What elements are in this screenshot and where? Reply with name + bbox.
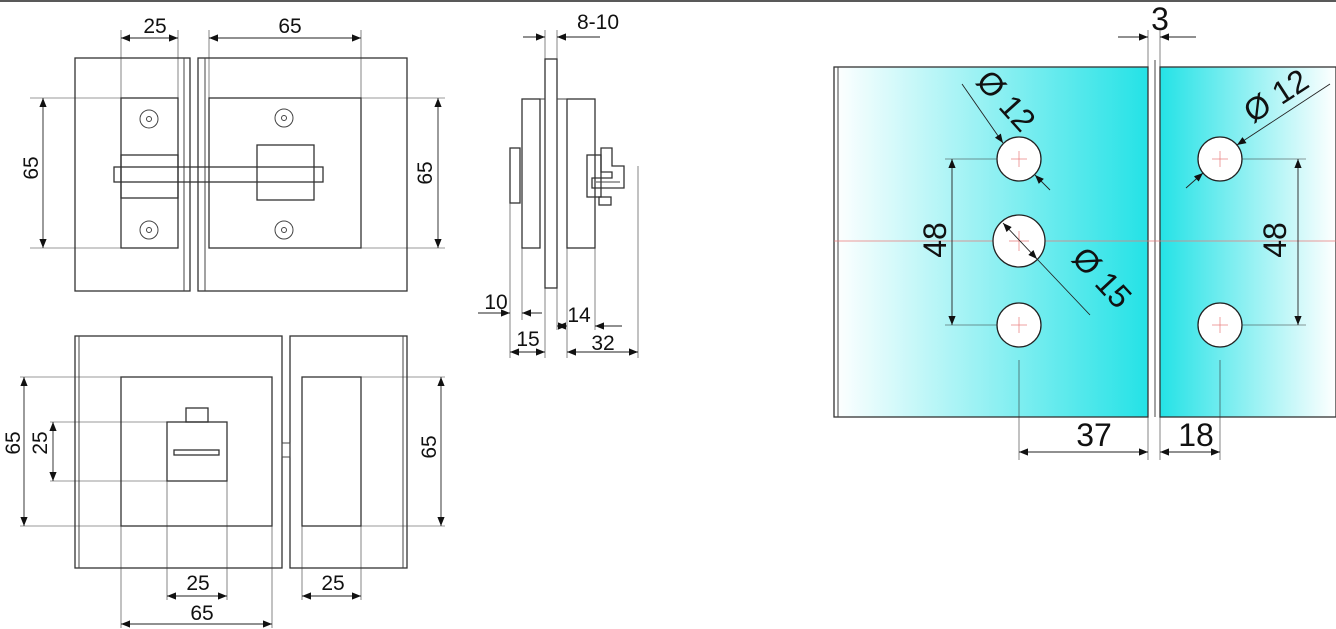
turn-tab xyxy=(185,407,209,423)
dim-side-b: 15 xyxy=(516,328,539,351)
dim-plate-width: 65 xyxy=(190,602,213,625)
dim-gap: 3 xyxy=(1151,1,1169,37)
glass-section xyxy=(544,58,558,289)
glass-drilling-view: 3 Ø 12 Ø 12 Ø 15 48 48 37 18 xyxy=(833,1,1336,460)
right-plate xyxy=(208,97,362,249)
back-view: 65 25 65 25 65 25 xyxy=(2,335,445,628)
left-plate xyxy=(120,97,179,249)
turn-button xyxy=(166,421,228,482)
screw-icon xyxy=(274,220,294,240)
screw-icon xyxy=(139,220,159,240)
dim-glass-thickness: 8-10 xyxy=(577,11,619,34)
hinge-pin xyxy=(281,442,291,458)
left-knob-section xyxy=(509,147,521,204)
dim-offset-right: 18 xyxy=(1178,417,1214,453)
screw-icon xyxy=(146,227,152,233)
dim-side-c: 14 xyxy=(567,304,591,327)
bolt-housing xyxy=(586,154,602,198)
dim-spacing-left: 48 xyxy=(917,222,953,258)
dim-strike-width: 25 xyxy=(321,572,344,595)
screw-icon xyxy=(281,227,287,233)
dim-outer-height: 65 xyxy=(2,431,25,454)
latch-receiver xyxy=(120,154,179,199)
turn-slot xyxy=(173,449,220,456)
right-glass-panel-back xyxy=(289,335,408,569)
left-plate-section xyxy=(521,98,541,249)
front-view: 25 65 65 65 xyxy=(20,15,445,292)
screw-icon xyxy=(281,115,287,121)
strike-plate xyxy=(301,376,362,527)
screw-icon xyxy=(146,116,152,122)
dim-strike-height: 65 xyxy=(418,435,441,458)
dim-offset-left: 37 xyxy=(1076,417,1112,453)
pin xyxy=(598,196,612,206)
right-glass-pane xyxy=(1159,66,1336,418)
side-view: 8-10 10 15 14 32 xyxy=(478,11,639,358)
left-glass-panel-back xyxy=(74,335,283,569)
screw-icon xyxy=(139,109,159,129)
turn-plate xyxy=(120,376,273,527)
dim-side-d: 32 xyxy=(591,332,614,355)
left-glass-pane xyxy=(833,66,1149,418)
dim-left-width: 25 xyxy=(143,15,166,38)
dim-left-height: 65 xyxy=(20,156,43,179)
dim-right-width: 65 xyxy=(278,15,301,38)
latch-hook xyxy=(591,147,625,189)
latch-bar xyxy=(113,166,324,183)
dim-button-width: 25 xyxy=(186,572,209,595)
left-glass-panel xyxy=(74,57,191,292)
latch-block xyxy=(256,144,315,201)
right-plate-section xyxy=(566,98,596,249)
dim-spacing-right: 48 xyxy=(1257,222,1293,258)
dim-side-a: 10 xyxy=(484,291,507,314)
dim-right-height: 65 xyxy=(414,161,437,184)
screw-icon xyxy=(274,108,294,128)
right-glass-panel xyxy=(197,57,408,292)
dim-button-height: 25 xyxy=(29,431,52,454)
